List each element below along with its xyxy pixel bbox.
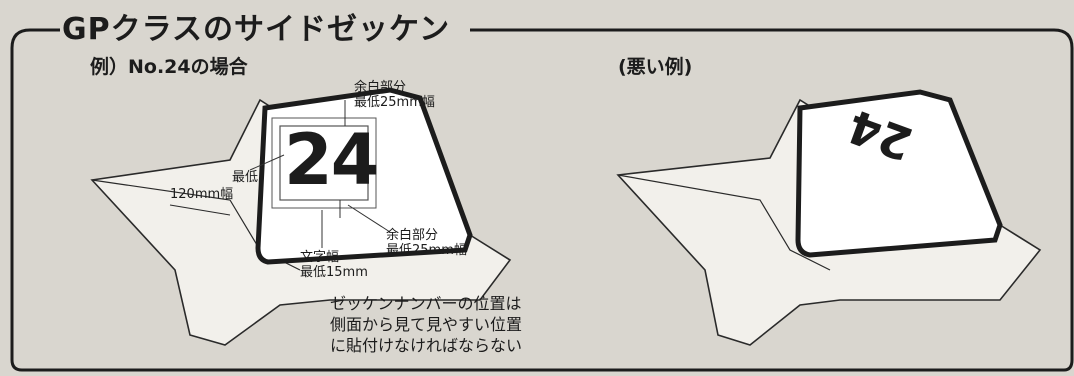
annotation-height-value: 120mm幅	[170, 187, 234, 202]
race-number: 24	[284, 119, 379, 201]
annotation-stroke-width: 文字幅 最低15mm	[300, 250, 368, 280]
frame-border	[10, 28, 1074, 372]
number-panel	[255, 87, 473, 265]
example-label: 例）No.24の場合	[90, 56, 248, 78]
good-example-cowl	[90, 87, 512, 346]
bad-example-label: (悪い例)	[618, 56, 693, 78]
annotation-margin-bottom: 余白部分 最低25mm幅	[386, 228, 467, 258]
diagram-title: GPクラスのサイドゼッケン	[60, 4, 457, 48]
bad-number-panel	[795, 89, 1003, 258]
annotation-margin-top: 余白部分 最低25mm幅	[354, 80, 435, 110]
annotation-height: 最低	[231, 170, 258, 185]
caption: ゼッケンナンバーの位置は 側面から見て見やすい位置 に貼付けなければならない	[330, 294, 523, 355]
bad-example-cowl	[616, 89, 1042, 346]
